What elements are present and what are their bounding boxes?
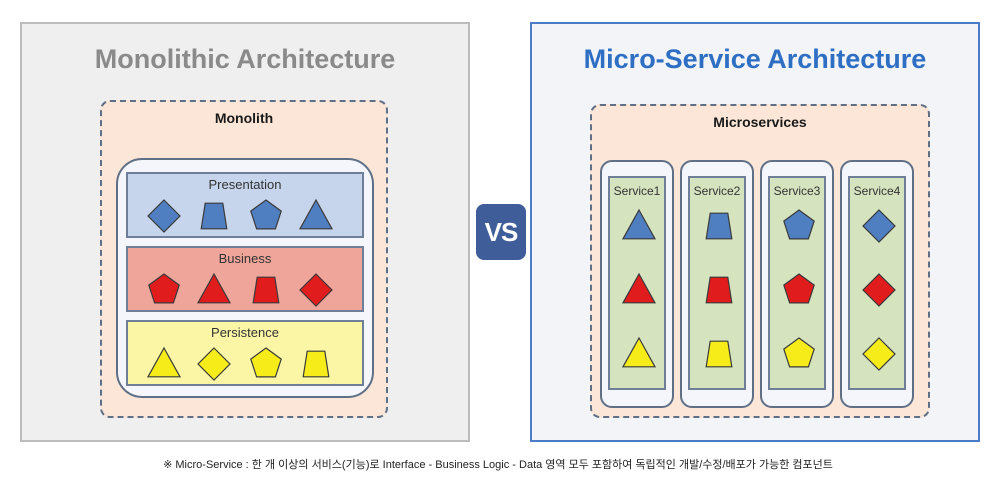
- service-diamond-shape: [862, 209, 896, 243]
- persistence-shapes: [146, 346, 330, 381]
- service-4-shapes: [862, 209, 896, 371]
- service-3-shapes: [783, 209, 815, 368]
- presentation-layer-label: Presentation: [208, 177, 282, 192]
- presentation-shapes: [147, 198, 334, 233]
- service-triangle-shape: [621, 272, 657, 304]
- persistence-layer: Persistence: [126, 320, 364, 386]
- persistence-layer-label: Persistence: [211, 325, 279, 340]
- business-layer-label: Business: [218, 251, 272, 266]
- monolith-triangle-shape: [298, 198, 334, 230]
- service-pentagon-shape: [783, 273, 815, 304]
- service-1-label: Service1: [613, 184, 661, 198]
- service-trapezoid-shape: [705, 276, 733, 304]
- monolith-trapezoid-shape: [302, 350, 330, 378]
- service-3-card: Service3: [760, 160, 834, 408]
- vs-badge: VS: [476, 204, 526, 260]
- monolith-container: Monolith Presentation Business Persisten…: [100, 100, 388, 418]
- microservice-panel: Micro-Service Architecture Microservices…: [530, 22, 980, 442]
- service-4-card: Service4: [840, 160, 914, 408]
- service-1-card: Service1: [600, 160, 674, 408]
- business-layer: Business: [126, 246, 364, 312]
- service-triangle-shape: [621, 208, 657, 240]
- service-1-shapes: [621, 208, 657, 368]
- footnote: ※ Micro-Service : 한 개 이상의 서비스(기능)로 Inter…: [163, 459, 833, 471]
- monolithic-panel: Monolithic Architecture Monolith Present…: [20, 22, 470, 442]
- monolith-trapezoid-shape: [252, 276, 280, 304]
- monolith-pentagon-shape: [250, 347, 282, 378]
- service-trapezoid-shape: [705, 212, 733, 240]
- microservice-title: Micro-Service Architecture: [583, 44, 927, 74]
- service-pentagon-shape: [783, 337, 815, 368]
- monolithic-title: Monolithic Architecture: [94, 44, 396, 74]
- monolith-triangle-shape: [146, 346, 182, 378]
- service-diamond-shape: [862, 337, 896, 371]
- monolith-diamond-shape: [147, 199, 181, 233]
- monolith-core: Presentation Business Persistence: [116, 158, 374, 398]
- monolith-pentagon-shape: [148, 273, 180, 304]
- service-pentagon-shape: [783, 209, 815, 240]
- service-4-label: Service4: [853, 184, 901, 198]
- monolith-pentagon-shape: [250, 199, 282, 230]
- service-2-body: Service2: [688, 176, 746, 390]
- service-2-label: Service2: [693, 184, 741, 198]
- service-1-body: Service1: [608, 176, 666, 390]
- service-diamond-shape: [862, 273, 896, 307]
- service-3-body: Service3: [768, 176, 826, 390]
- presentation-layer: Presentation: [126, 172, 364, 238]
- service-2-shapes: [705, 212, 733, 368]
- service-4-body: Service4: [848, 176, 906, 390]
- monolith-diamond-shape: [299, 273, 333, 307]
- microservices-container: Microservices Service1 Service2 Service3…: [590, 104, 930, 418]
- service-trapezoid-shape: [705, 340, 733, 368]
- service-2-card: Service2: [680, 160, 754, 408]
- microservices-label: Microservices: [713, 114, 807, 130]
- monolith-label: Monolith: [214, 110, 274, 126]
- monolith-trapezoid-shape: [200, 202, 228, 230]
- service-3-label: Service3: [773, 184, 821, 198]
- service-triangle-shape: [621, 336, 657, 368]
- monolith-diamond-shape: [197, 347, 231, 381]
- monolith-triangle-shape: [196, 272, 232, 304]
- business-shapes: [148, 272, 333, 307]
